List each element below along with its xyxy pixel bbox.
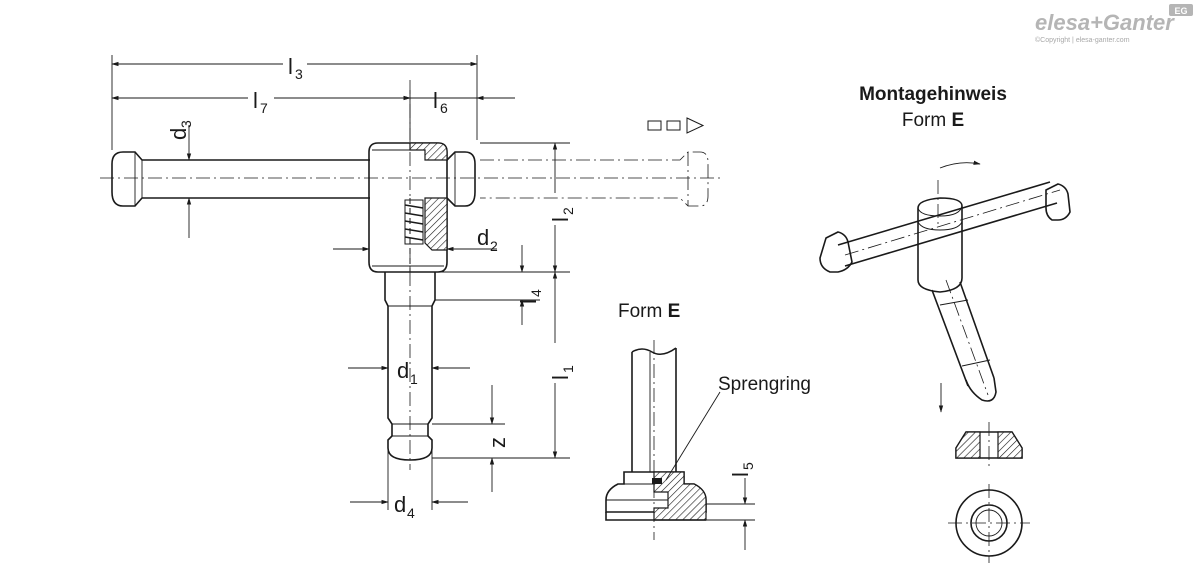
dim-d1: d 1 xyxy=(397,358,418,387)
spring xyxy=(404,199,424,245)
hub-body xyxy=(368,142,448,273)
isometric-t-handle xyxy=(819,180,1071,402)
svg-text:4: 4 xyxy=(528,289,544,297)
snap-ring xyxy=(652,478,662,484)
assembly-heading: Montagehinweis xyxy=(859,84,1007,105)
handle-bar xyxy=(111,151,476,207)
washer-section xyxy=(955,422,1023,468)
svg-text:4: 4 xyxy=(407,505,415,521)
svg-text:3: 3 xyxy=(295,66,303,82)
dim-l7: l 7 xyxy=(253,88,268,116)
svg-text:7: 7 xyxy=(260,100,268,116)
sprengring-label: Sprengring xyxy=(718,374,811,395)
svg-text:1: 1 xyxy=(410,371,418,387)
form-e-title: Form E xyxy=(618,301,680,322)
dim-l5: l 5 xyxy=(728,462,756,477)
svg-text:l: l xyxy=(516,299,541,304)
dim-l6: l 6 xyxy=(433,88,448,116)
svg-text:d: d xyxy=(166,128,191,140)
svg-text:d: d xyxy=(397,358,409,383)
svg-text:3: 3 xyxy=(178,120,194,128)
svg-text:l: l xyxy=(728,472,753,477)
main-view: l 3 l 7 l 6 d 3 d 2 xyxy=(100,54,720,521)
assembly-note: Montagehinweis Form E xyxy=(819,84,1071,563)
dim-d3: d 3 xyxy=(166,120,194,140)
dim-l3: l 3 xyxy=(288,54,303,82)
dim-l2: l 2 xyxy=(548,207,576,222)
svg-text:l: l xyxy=(548,375,573,380)
dim-l4: l 4 xyxy=(516,289,544,304)
svg-text:6: 6 xyxy=(440,100,448,116)
svg-text:2: 2 xyxy=(490,238,498,254)
svg-text:5: 5 xyxy=(740,462,756,470)
pin xyxy=(384,272,436,461)
phantom-handle xyxy=(480,151,709,207)
dim-d4: d 4 xyxy=(394,492,415,521)
copyright-text: ©Copyright | elesa-ganter.com xyxy=(1035,36,1130,44)
logo-badge: EG xyxy=(1174,6,1187,16)
rotation-arrow-icon xyxy=(939,160,981,169)
form-e-detail: Form E Sprengring l 5 xyxy=(605,301,811,550)
brand-logo: elesa+Ganter EG ©Copyright | elesa-gante… xyxy=(1035,4,1193,44)
svg-text:l: l xyxy=(288,54,293,79)
dim-d2: d 2 xyxy=(477,225,498,254)
dim-l1: l 1 xyxy=(548,365,576,380)
svg-text:elesa+Ganter: elesa+Ganter xyxy=(1035,10,1175,35)
svg-text:z: z xyxy=(485,437,510,448)
svg-text:2: 2 xyxy=(560,207,576,215)
svg-text:l: l xyxy=(433,88,438,113)
svg-text:l: l xyxy=(253,88,258,113)
assembly-subtitle: Form E xyxy=(902,110,964,131)
svg-text:d: d xyxy=(394,492,406,517)
svg-text:1: 1 xyxy=(560,365,576,373)
svg-text:l: l xyxy=(548,217,573,222)
washer-top-view xyxy=(948,484,1030,563)
svg-text:d: d xyxy=(477,225,489,250)
pull-direction-icon xyxy=(647,117,705,134)
dim-z: z xyxy=(485,437,510,448)
